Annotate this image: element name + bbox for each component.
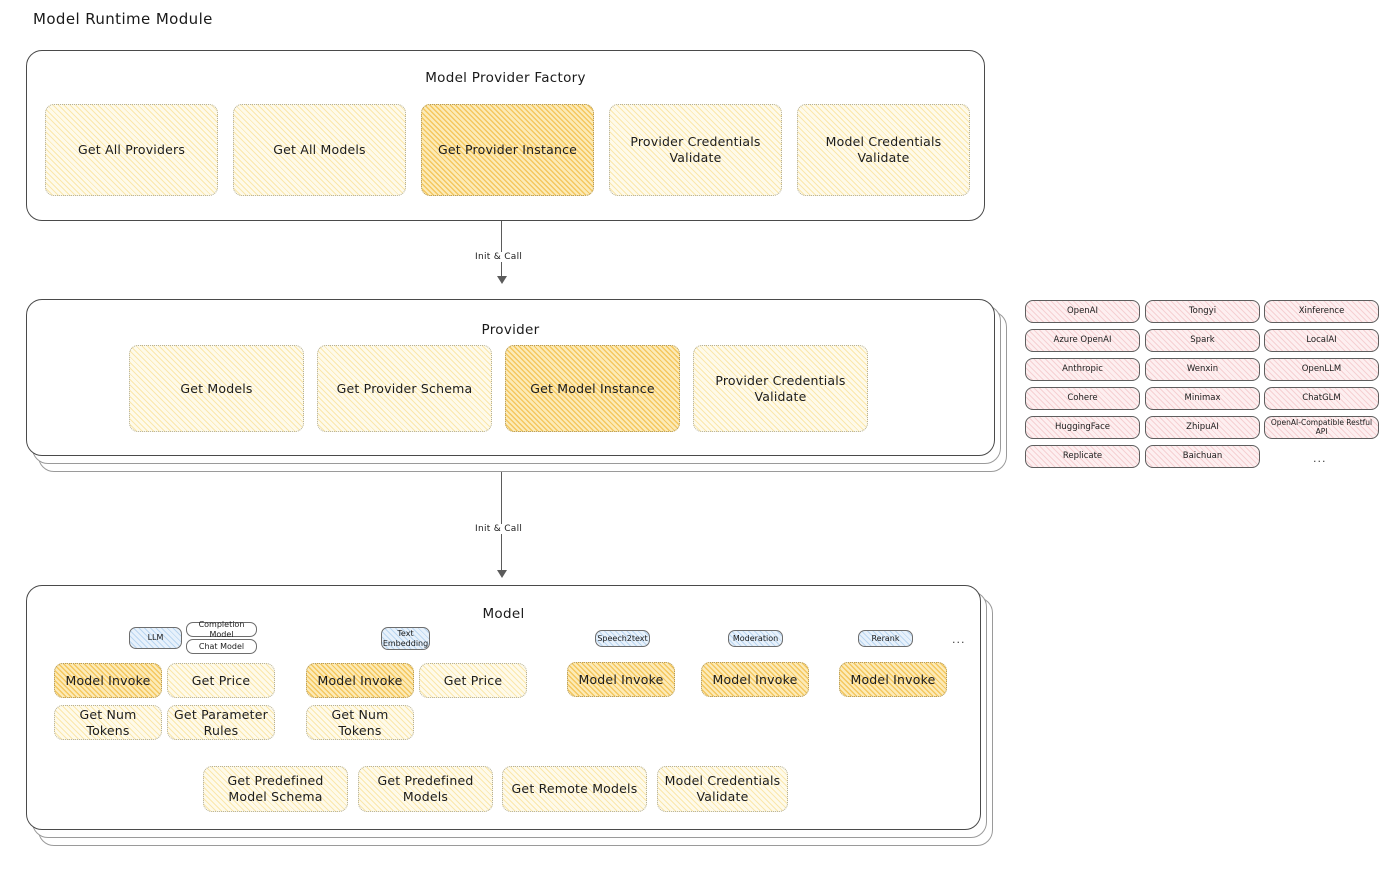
arrow-factory-to-provider-head — [497, 276, 507, 284]
provider-pill-zhipuai[interactable]: ZhipuAI — [1145, 416, 1260, 439]
provider-pill-wenxin[interactable]: Wenxin — [1145, 358, 1260, 381]
factory-node-provider-credentials-validate[interactable]: Provider Credentials Validate — [609, 104, 782, 196]
model-node-moderation-model-invoke[interactable]: Model Invoke — [701, 662, 809, 697]
model-type-badge-rerank[interactable]: Rerank — [858, 630, 913, 647]
provider-pill-spark[interactable]: Spark — [1145, 329, 1260, 352]
provider-pill-xinference[interactable]: Xinference — [1264, 300, 1379, 323]
model-node-speech2text-model-invoke[interactable]: Model Invoke — [567, 662, 675, 697]
provider-pill-tongyi[interactable]: Tongyi — [1145, 300, 1260, 323]
model-node-llm-model-invoke[interactable]: Model Invoke — [54, 663, 162, 698]
factory-node-get-all-models[interactable]: Get All Models — [233, 104, 406, 196]
provider-pill-openllm[interactable]: OpenLLM — [1264, 358, 1379, 381]
factory-node-get-all-providers[interactable]: Get All Providers — [45, 104, 218, 196]
model-type-badge-moderation[interactable]: Moderation — [728, 630, 783, 647]
model-node-text-embedding-get-price[interactable]: Get Price — [419, 663, 527, 698]
provider-title: Provider — [481, 322, 540, 338]
page-title: Model Runtime Module — [33, 10, 213, 28]
model-subtype-badge-chat-model[interactable]: Chat Model — [186, 639, 257, 654]
arrow-factory-to-provider-line — [501, 221, 503, 282]
model-node-get-predefined-model-schema[interactable]: Get Predefined Model Schema — [203, 766, 348, 812]
model-title: Model — [482, 606, 525, 622]
provider-pill-cohere[interactable]: Cohere — [1025, 387, 1140, 410]
model-node-text-embedding-model-invoke[interactable]: Model Invoke — [306, 663, 414, 698]
model-groups-more-ellipsis: ... — [952, 633, 966, 646]
arrow-provider-to-model-label: Init & Call — [472, 524, 526, 534]
factory-node-get-provider-instance[interactable]: Get Provider Instance — [421, 104, 594, 196]
provider-pill-huggingface[interactable]: HuggingFace — [1025, 416, 1140, 439]
factory-node-model-credentials-validate[interactable]: Model Credentials Validate — [797, 104, 970, 196]
provider-pill-baichuan[interactable]: Baichuan — [1145, 445, 1260, 468]
model-node-llm-get-price[interactable]: Get Price — [167, 663, 275, 698]
provider-list-more-ellipsis: ... — [1313, 452, 1327, 465]
arrow-provider-to-model-head — [497, 570, 507, 578]
provider-pill-replicate[interactable]: Replicate — [1025, 445, 1140, 468]
model-node-get-predefined-models[interactable]: Get Predefined Models — [358, 766, 493, 812]
model-node-llm-get-parameter-rules[interactable]: Get Parameter Rules — [167, 705, 275, 740]
arrow-factory-to-provider-label: Init & Call — [472, 252, 526, 262]
model-type-badge-speech2text[interactable]: Speech2text — [595, 630, 650, 647]
provider-pill-openai[interactable]: OpenAI — [1025, 300, 1140, 323]
model-node-model-credentials-validate[interactable]: Model Credentials Validate — [657, 766, 788, 812]
model-type-badge-llm[interactable]: LLM — [129, 627, 182, 649]
model-node-rerank-model-invoke[interactable]: Model Invoke — [839, 662, 947, 697]
model-node-llm-get-num-tokens[interactable]: Get Num Tokens — [54, 705, 162, 740]
provider-pill-openai-compatible-restful-api[interactable]: OpenAI-Compatible Restful API — [1264, 416, 1379, 439]
model-subtype-badge-completion-model[interactable]: Completion Model — [186, 620, 257, 639]
provider-pill-localai[interactable]: LocalAI — [1264, 329, 1379, 352]
provider-pill-chatglm[interactable]: ChatGLM — [1264, 387, 1379, 410]
provider-node-provider-credentials-validate[interactable]: Provider Credentials Validate — [693, 345, 868, 432]
model-node-get-remote-models[interactable]: Get Remote Models — [502, 766, 647, 812]
model-type-badge-text-embedding[interactable]: Text Embedding — [381, 627, 430, 650]
provider-node-get-models[interactable]: Get Models — [129, 345, 304, 432]
provider-node-get-provider-schema[interactable]: Get Provider Schema — [317, 345, 492, 432]
provider-pill-anthropic[interactable]: Anthropic — [1025, 358, 1140, 381]
provider-pill-azure-openai[interactable]: Azure OpenAI — [1025, 329, 1140, 352]
provider-pill-minimax[interactable]: Minimax — [1145, 387, 1260, 410]
provider-node-get-model-instance[interactable]: Get Model Instance — [505, 345, 680, 432]
model-node-text-embedding-get-num-tokens[interactable]: Get Num Tokens — [306, 705, 414, 740]
model-provider-factory-title: Model Provider Factory — [425, 70, 586, 86]
